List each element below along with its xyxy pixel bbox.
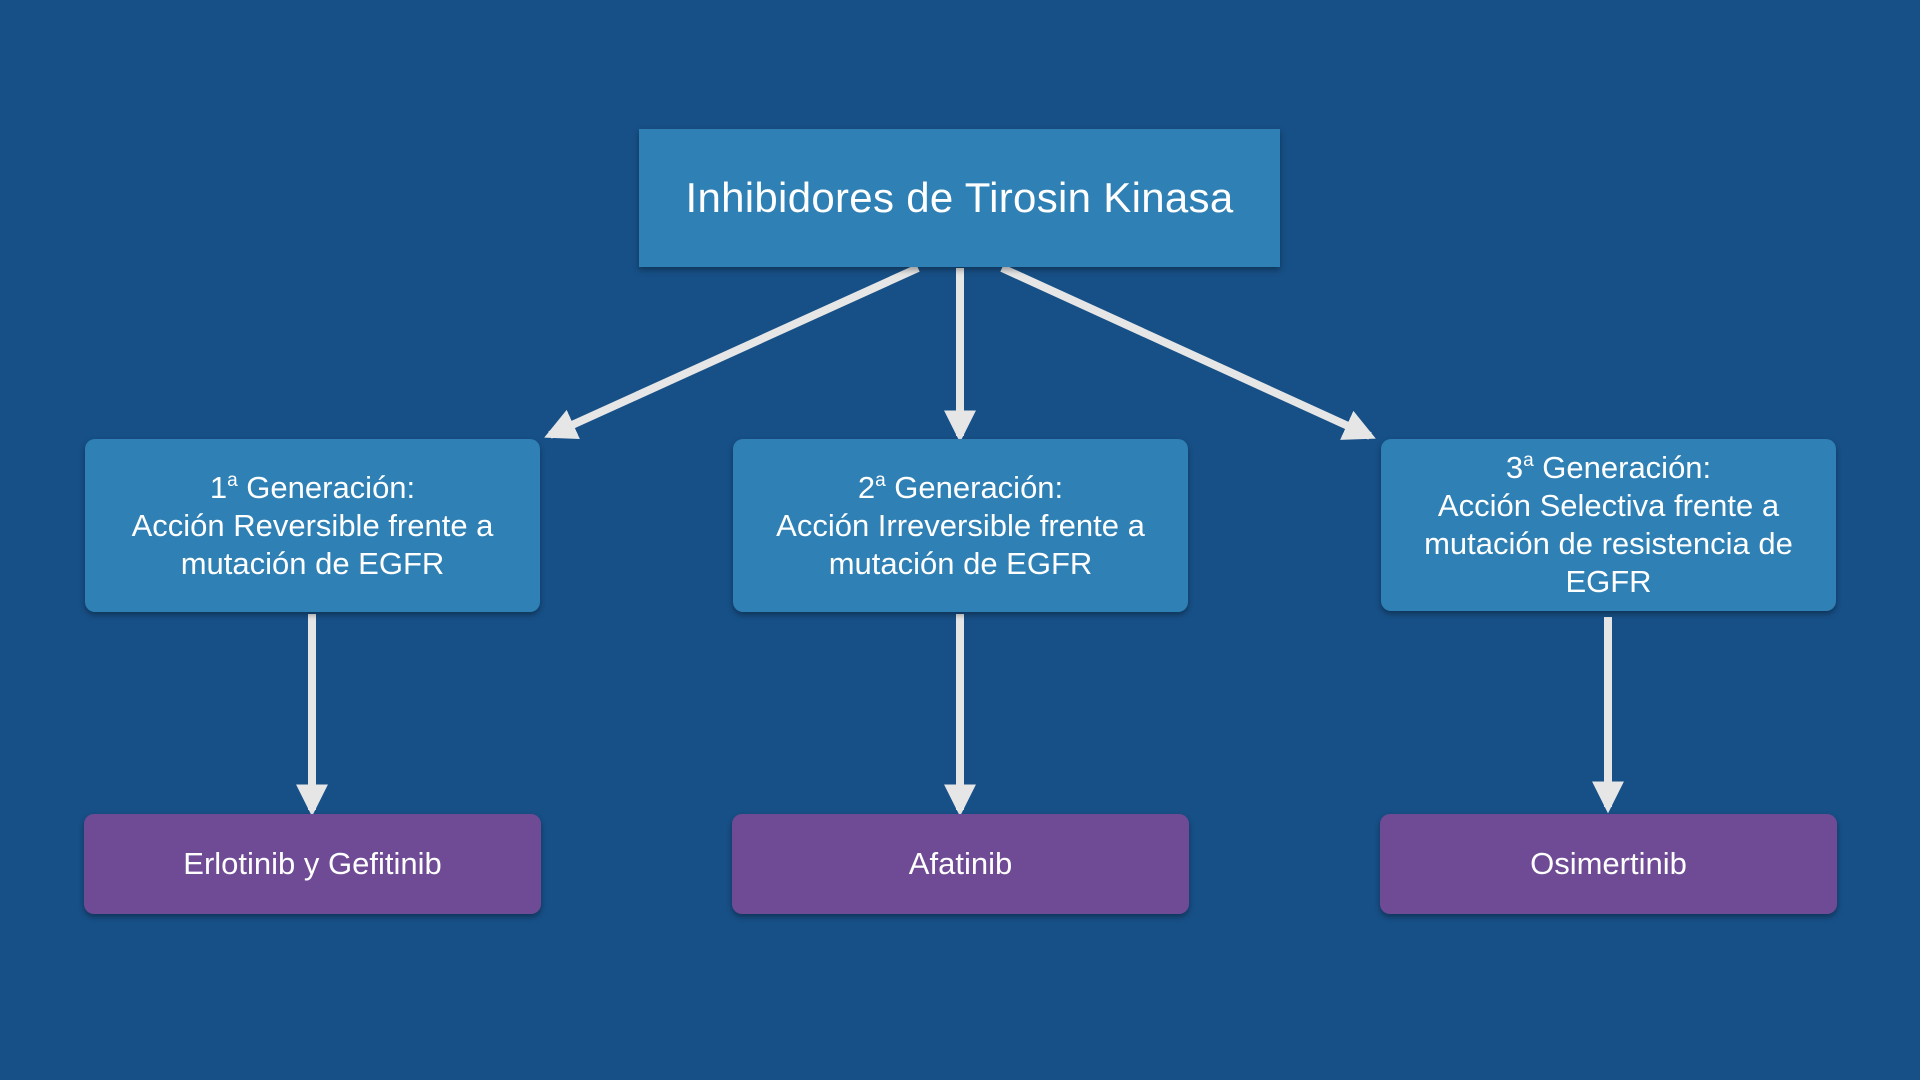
root-node: Inhibidores de Tirosin Kinasa xyxy=(639,129,1280,267)
generation-3-heading-text: Generación: xyxy=(1542,450,1712,485)
generation-1-node: 1a Generación: Acción Reversible frente … xyxy=(85,439,540,612)
root-node-label: Inhibidores de Tirosin Kinasa xyxy=(685,174,1234,221)
arrow-root-to-gen-3 xyxy=(1000,264,1376,440)
arrow-root-to-gen-1 xyxy=(544,264,920,439)
drug-node-3-label: Osimertinib xyxy=(1530,846,1687,881)
generation-2-line-2: mutación de EGFR xyxy=(828,545,1093,581)
generation-3-ordinal: 3 xyxy=(1505,450,1524,485)
generation-3-line-2: mutación de resistencia de xyxy=(1424,526,1793,561)
drug-node-2: Afatinib xyxy=(732,814,1189,914)
drug-node-1: Erlotinib y Gefitinib xyxy=(84,814,541,914)
generation-3-heading: 3a Generación: xyxy=(1506,449,1711,487)
generation-1-heading-text: Generación: xyxy=(246,469,416,505)
generation-2-heading: 2a Generación: xyxy=(858,469,1063,507)
drug-node-2-label: Afatinib xyxy=(908,846,1013,881)
generation-2-ordinal-suffix: a xyxy=(875,469,886,491)
drug-node-3: Osimertinib xyxy=(1380,814,1837,914)
generation-1-ordinal: 1 xyxy=(209,469,228,505)
generation-2-line-1: Acción Irreversible frente a xyxy=(776,507,1145,543)
generation-1-ordinal-suffix: a xyxy=(227,469,238,491)
generation-3-line-1: Acción Selectiva frente a xyxy=(1437,488,1780,523)
generation-1-line-1: Acción Reversible frente a xyxy=(131,507,494,543)
generation-2-heading-text: Generación: xyxy=(894,469,1064,505)
generation-2-ordinal: 2 xyxy=(857,469,876,505)
generation-3-ordinal-suffix: a xyxy=(1523,450,1534,471)
generation-1-line-2: mutación de EGFR xyxy=(180,545,445,581)
drug-node-1-label: Erlotinib y Gefitinib xyxy=(183,846,442,881)
generation-3-node: 3a Generación: Acción Selectiva frente a… xyxy=(1381,439,1836,611)
generation-1-heading: 1a Generación: xyxy=(210,469,415,507)
generation-3-line-3: EGFR xyxy=(1565,564,1652,599)
generation-2-node: 2a Generación: Acción Irreversible frent… xyxy=(733,439,1188,612)
